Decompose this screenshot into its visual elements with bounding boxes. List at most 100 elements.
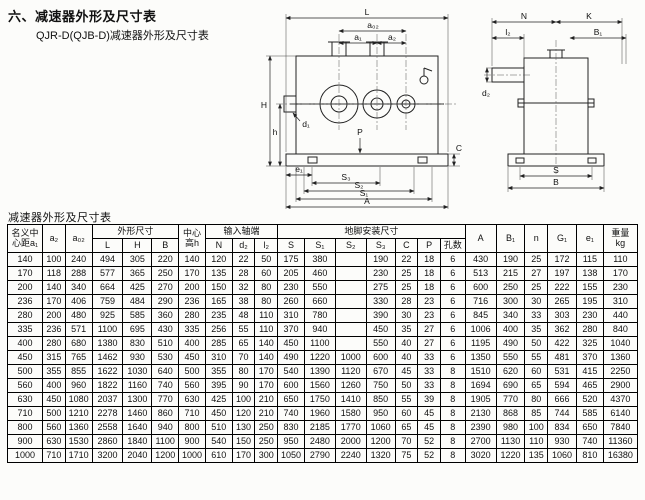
table-cell — [334, 307, 367, 323]
table-cell: 340 — [495, 307, 526, 323]
table-cell: 65 — [231, 335, 256, 351]
table-cell: 1410 — [334, 391, 367, 407]
table-cell: 18 — [417, 251, 441, 267]
table-cell: 27 — [417, 321, 441, 337]
table-cell: 7840 — [602, 419, 639, 435]
col-header-H: H — [122, 237, 153, 253]
table-cell: 50 — [254, 251, 279, 267]
col-header-S1: S₁ — [303, 237, 336, 253]
col-header-B: B — [151, 237, 180, 253]
end-centerlines — [484, 40, 557, 174]
table-cell: 33 — [417, 349, 441, 365]
table-cell: 2558 — [91, 419, 124, 435]
table-cell: 1350 — [464, 349, 497, 365]
table-cell: 6 — [439, 251, 466, 267]
table-cell: 1580 — [334, 405, 367, 421]
table-cell: 1210 — [64, 405, 93, 421]
table-cell: 365 — [122, 265, 153, 281]
table-cell: 1060 — [365, 419, 396, 435]
table-cell: 35 — [394, 321, 419, 337]
table-cell: 197 — [547, 265, 577, 281]
table-cell: 236 — [6, 293, 44, 309]
col-header-S2: S₂ — [334, 237, 367, 253]
table-cell: 85 — [524, 405, 549, 421]
table-cell: 55 — [231, 321, 256, 337]
table-cell: 716 — [464, 293, 497, 309]
table-cell: 27 — [417, 335, 441, 351]
table-cell: 4370 — [602, 391, 639, 407]
table-cell: 1960 — [303, 405, 336, 421]
table-cell: 1750 — [303, 391, 336, 407]
dimension-table: 名义中 心距a₁ a₂ a₀₂ 外形尺寸 中心 高h 输入轴端 地脚安装尺寸 A… — [6, 224, 639, 463]
table-cell: 690 — [495, 377, 526, 393]
table-cell: 930 — [547, 433, 577, 449]
table-cell: 620 — [495, 363, 526, 379]
table-cell: 270 — [151, 279, 180, 295]
table-cell: 415 — [575, 363, 604, 379]
table-cell: 1905 — [464, 391, 497, 407]
table-cell: 50 — [524, 335, 549, 351]
table-cell: 1460 — [122, 405, 153, 421]
col-header-n: n — [524, 224, 549, 253]
dim-label-N: N — [521, 11, 527, 21]
table-cell: 300 — [254, 447, 279, 463]
table-cell: 60 — [394, 405, 419, 421]
col-header-C: C — [394, 237, 419, 253]
table-cell: 585 — [122, 307, 153, 323]
table-cell: 759 — [91, 293, 124, 309]
table-cell: 28 — [394, 293, 419, 309]
dim-label-H: H — [261, 100, 267, 110]
table-cell: 640 — [151, 363, 180, 379]
table-cell: 335 — [178, 321, 206, 337]
table-cell: 275 — [365, 279, 396, 295]
table-cell: 170 — [231, 447, 256, 463]
table-cell: 75 — [394, 447, 419, 463]
col-header-P: P — [417, 237, 441, 253]
table-cell: 430 — [151, 321, 180, 337]
table-cell: 600 — [365, 349, 396, 365]
table-cell: 210 — [254, 391, 279, 407]
table-cell: 630 — [178, 391, 206, 407]
table-cell: 1622 — [91, 363, 124, 379]
table-cell: 100 — [524, 419, 549, 435]
dim-label-S1: S₁ — [360, 188, 369, 198]
table-cell: 60 — [254, 265, 279, 281]
table-cell: 40 — [394, 349, 419, 365]
table-cell — [334, 265, 367, 281]
table-cell: 115 — [575, 251, 604, 267]
table-cell: 140 — [178, 251, 206, 267]
table-cell: 1510 — [464, 363, 497, 379]
table-cell: 710 — [6, 405, 44, 421]
table-cell: 250 — [254, 433, 279, 449]
table-cell: 1100 — [303, 335, 336, 351]
table-cell: 8 — [439, 447, 466, 463]
table-cell: 135 — [524, 447, 549, 463]
table-cell: 172 — [547, 251, 577, 267]
table-cell: 303 — [547, 307, 577, 323]
table-cell: 560 — [6, 377, 44, 393]
table-cell: 22 — [231, 251, 256, 267]
table-cell: 2250 — [602, 363, 639, 379]
table-cell: 33 — [524, 307, 549, 323]
dim-label-d2: d₂ — [482, 88, 490, 98]
table-cell: 140 — [42, 279, 66, 295]
table-cell: 100 — [231, 391, 256, 407]
table-cell: 840 — [602, 321, 639, 337]
table-cell: 3200 — [91, 447, 124, 463]
table-cell: 355 — [204, 363, 233, 379]
group-header-foot-mounting: 地脚安装尺寸 — [277, 224, 466, 239]
table-cell: 780 — [303, 307, 336, 323]
table-cell: 1694 — [464, 377, 497, 393]
table-cell: 400 — [495, 321, 526, 337]
table-cell: 45 — [417, 405, 441, 421]
table-cell: 290 — [151, 293, 180, 309]
dimension-lines — [268, 16, 456, 209]
table-cell: 110 — [602, 251, 639, 267]
table-cell: 484 — [122, 293, 153, 309]
dim-label-P: P — [357, 127, 363, 137]
table-cell: 33 — [417, 363, 441, 379]
table-cell: 770 — [495, 391, 526, 407]
